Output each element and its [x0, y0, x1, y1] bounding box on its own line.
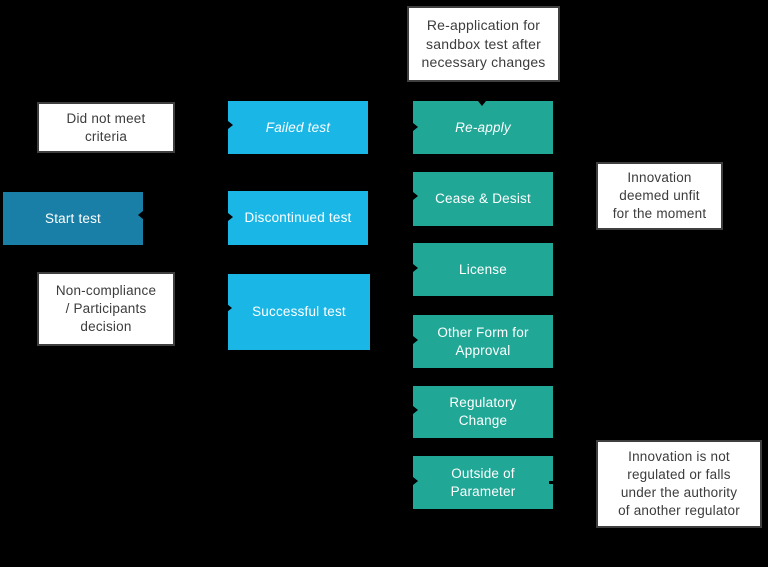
node-cease-desist-label: Cease & Desist: [435, 191, 531, 207]
arrowhead-into-outside-parameter-icon: [413, 477, 418, 485]
node-reapplication-label: Re-application for sandbox test after ne…: [421, 17, 546, 71]
node-license-label: License: [459, 261, 507, 277]
node-did-not-meet-criteria: Did not meet criteria: [37, 102, 175, 153]
node-regulatory-change-label: Regulatory Change: [449, 395, 517, 428]
node-re-apply: Re-apply: [413, 101, 553, 154]
node-innovation-unfit: Innovation deemed unfit for the moment: [596, 162, 723, 230]
arrowhead-into-cease-desist-icon: [413, 192, 418, 200]
arrowhead-into-re-apply-icon: [413, 123, 418, 131]
node-other-form-approval: Other Form for Approval: [413, 315, 553, 368]
arrowhead-into-license-icon: [413, 264, 418, 272]
arrowhead-into-regulatory-change-icon: [413, 406, 418, 414]
node-discontinued-test-label: Discontinued test: [244, 210, 352, 226]
node-successful-test: Successful test: [228, 274, 370, 350]
node-did-not-meet-criteria-label: Did not meet criteria: [66, 110, 146, 144]
node-failed-test-label: Failed test: [265, 119, 331, 135]
node-failed-test: Failed test: [228, 101, 368, 154]
node-non-compliance-label: Non-compliance / Participants decision: [55, 283, 157, 334]
node-outside-parameter-label: Outside of Parameter: [450, 465, 516, 499]
arrowhead-into-re-apply-top-icon: [478, 101, 486, 106]
node-innovation-unfit-label: Innovation deemed unfit for the moment: [612, 170, 707, 221]
node-successful-test-label: Successful test: [252, 304, 346, 320]
arrowhead-into-failed-test-icon: [228, 121, 233, 129]
connector-stub-outside-parameter-icon: [549, 481, 553, 484]
arrowhead-into-successful-test-icon: [227, 304, 232, 312]
node-other-form-approval-label: Other Form for Approval: [437, 324, 529, 358]
arrowhead-into-other-form-icon: [413, 336, 418, 344]
node-cease-desist: Cease & Desist: [413, 172, 553, 226]
node-start-test: Start test: [3, 192, 143, 245]
node-discontinued-test: Discontinued test: [228, 191, 368, 245]
node-non-compliance: Non-compliance / Participants decision: [37, 272, 175, 346]
node-license: License: [413, 243, 553, 296]
node-reapplication: Re-application for sandbox test after ne…: [407, 6, 560, 82]
node-outside-parameter: Outside of Parameter: [413, 456, 553, 509]
node-innovation-not-regulated: Innovation is not regulated or falls und…: [596, 440, 762, 528]
arrowhead-into-start-test-icon: [138, 211, 143, 219]
node-regulatory-change: Regulatory Change: [413, 386, 553, 438]
arrowhead-into-discontinued-test-icon: [228, 213, 233, 221]
node-re-apply-label: Re-apply: [455, 119, 511, 135]
node-innovation-not-regulated-label: Innovation is not regulated or falls und…: [618, 449, 740, 518]
node-start-test-label: Start test: [44, 210, 102, 226]
